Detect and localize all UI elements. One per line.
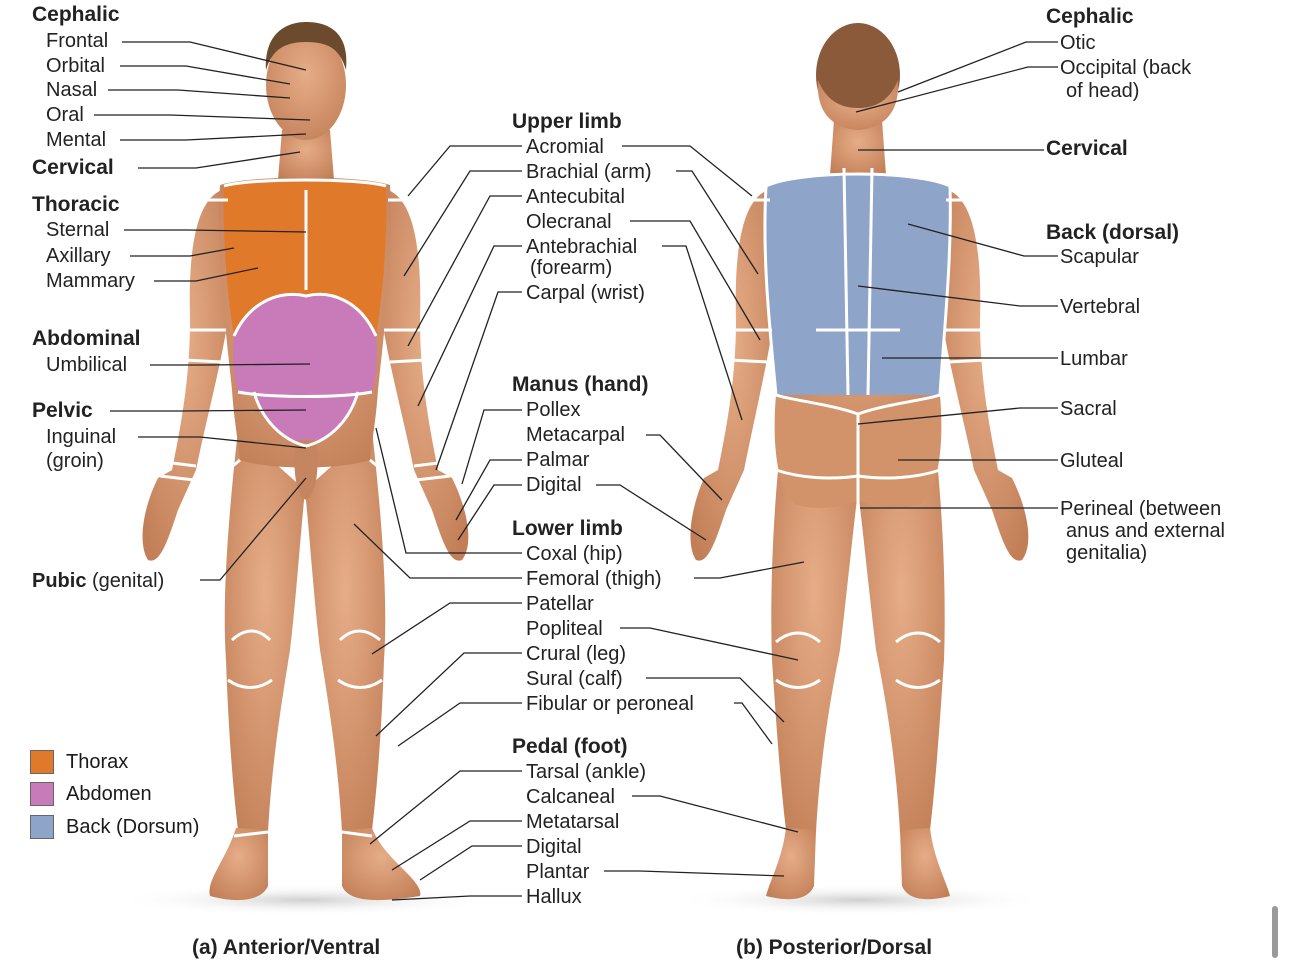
label-patellar: Patellar [526, 593, 594, 615]
label-cervical: Cervical [32, 156, 114, 179]
label-antecubital: Antecubital [526, 186, 625, 208]
legend-item-back: Back (Dorsum) [30, 815, 199, 839]
legend-item-thorax: Thorax [30, 750, 128, 774]
label-cervical-posterior: Cervical [1046, 137, 1128, 160]
label-back-dorsal: Back (dorsal) [1046, 221, 1180, 244]
label-crural: Crural (leg) [526, 643, 627, 665]
label-axillary: Axillary [46, 245, 111, 267]
label-umbilical: Umbilical [46, 354, 128, 376]
label-carpal: Carpal (wrist) [526, 282, 645, 304]
legend-swatch-abdomen [30, 782, 54, 806]
label-calcaneal: Calcaneal [526, 786, 615, 808]
label-tarsal: Tarsal (ankle) [526, 761, 647, 783]
leader-lines [94, 41, 1058, 901]
legend-label-abdomen: Abdomen [66, 782, 152, 805]
label-frontal: Frontal [46, 30, 109, 52]
label-plantar: Plantar [526, 861, 590, 883]
label-mental: Mental [46, 129, 107, 151]
label-otic: Otic [1060, 32, 1096, 54]
label-abdominal: Abdominal [32, 327, 141, 350]
label-genital: (genital) [92, 570, 165, 592]
label-nasal: Nasal [46, 79, 98, 101]
label-sacral: Sacral [1060, 398, 1117, 420]
anterior-figure [142, 22, 469, 901]
label-palmar: Palmar [526, 449, 590, 471]
label-fibular: Fibular or peroneal [526, 693, 694, 715]
label-mammary: Mammary [46, 270, 135, 292]
label-oral: Oral [46, 104, 84, 126]
ground-shadow-posterior [670, 884, 1050, 916]
label-pollex: Pollex [526, 399, 581, 421]
label-forearm: (forearm) [530, 257, 613, 279]
label-pubic-genital: Pubic (genital) [32, 570, 164, 592]
label-lower-limb: Lower limb [512, 517, 623, 540]
label-inguinal: Inguinal [46, 426, 117, 448]
label-thoracic: Thoracic [32, 193, 120, 216]
posterior-figure [690, 23, 1029, 900]
legend-item-abdomen: Abdomen [30, 782, 152, 806]
label-sural: Sural (calf) [526, 668, 623, 690]
label-metacarpal: Metacarpal [526, 424, 625, 446]
label-popliteal: Popliteal [526, 618, 603, 640]
label-groin: (groin) [46, 450, 104, 472]
label-upper-limb: Upper limb [512, 110, 622, 133]
label-acromial: Acromial [526, 136, 604, 158]
label-cephalic-posterior: Cephalic [1046, 5, 1134, 28]
legend-label-back: Back (Dorsum) [66, 815, 200, 838]
legend-label-thorax: Thorax [66, 750, 129, 773]
label-vertebral: Vertebral [1060, 296, 1141, 318]
label-hallux: Hallux [526, 886, 582, 908]
label-occipital: Occipital (back [1060, 57, 1192, 79]
label-sternal: Sternal [46, 219, 110, 241]
legend-swatch-thorax [30, 750, 54, 774]
label-antebrachial: Antebrachial [526, 236, 638, 258]
label-pubic: Pubic [32, 570, 87, 592]
label-olecranal: Olecranal [526, 211, 612, 233]
caption-anterior: (a) Anterior/Ventral [192, 936, 381, 959]
ground-shadow-anterior [115, 884, 495, 916]
label-perineal-1: Perineal (between [1060, 498, 1222, 520]
caption-posterior: (b) Posterior/Dorsal [736, 936, 933, 959]
label-cephalic: Cephalic [32, 3, 120, 26]
label-brachial: Brachial (arm) [526, 161, 652, 183]
label-occipital-2: of head) [1066, 80, 1140, 102]
label-scapular: Scapular [1060, 246, 1139, 268]
legend-swatch-back [30, 815, 54, 839]
label-femoral: Femoral (thigh) [526, 568, 662, 590]
label-gluteal: Gluteal [1060, 450, 1124, 472]
label-lumbar: Lumbar [1060, 348, 1128, 370]
label-perineal-3: genitalia) [1066, 542, 1148, 564]
label-digital-foot: Digital [526, 836, 582, 858]
scrollbar-thumb[interactable] [1272, 906, 1278, 958]
label-metatarsal: Metatarsal [526, 811, 620, 833]
label-orbital: Orbital [46, 55, 105, 77]
label-perineal-2: anus and external [1066, 520, 1226, 542]
label-digital-hand: Digital [526, 474, 582, 496]
label-manus: Manus (hand) [512, 373, 649, 396]
label-pelvic: Pelvic [32, 399, 93, 422]
label-pedal: Pedal (foot) [512, 735, 628, 758]
label-coxal: Coxal (hip) [526, 543, 623, 565]
